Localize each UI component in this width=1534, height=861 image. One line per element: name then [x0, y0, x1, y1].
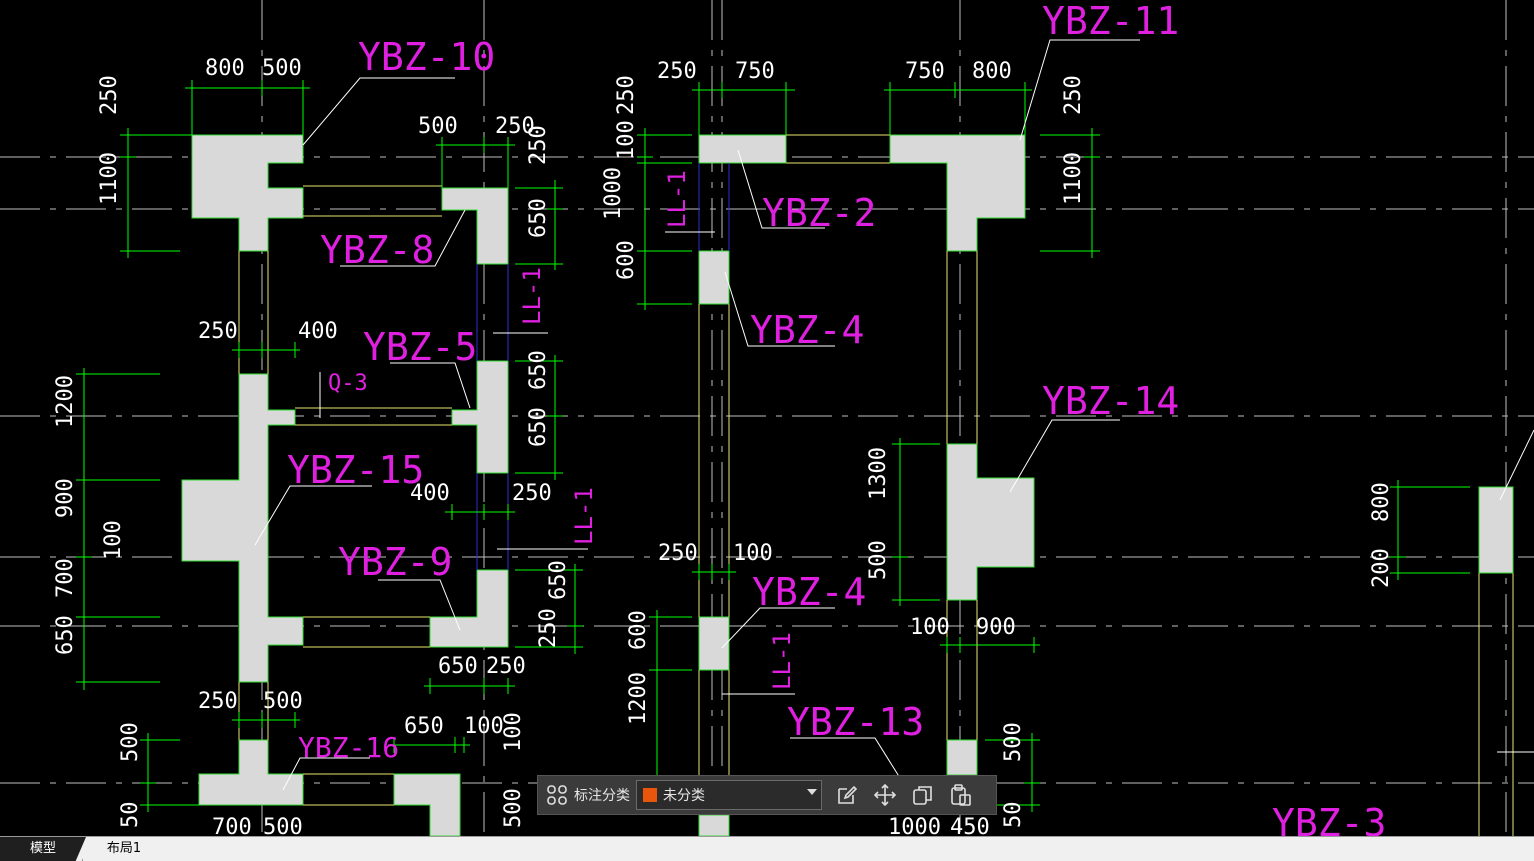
component-tag: LL-1 [570, 487, 598, 545]
component-tag: YBZ-8 [320, 228, 434, 272]
dimension-value: 1300 [866, 447, 891, 500]
dimension-value: 250 [198, 319, 238, 344]
dimension-value: 100 [733, 541, 773, 566]
dimension-lines [76, 80, 1470, 812]
grid-icon[interactable] [544, 782, 570, 808]
dimension-value: 500 [263, 689, 303, 714]
edit-icon[interactable] [834, 782, 860, 808]
chevron-down-icon [807, 789, 817, 795]
component-tag: YBZ-14 [1042, 379, 1179, 423]
dimension-value: 800 [972, 59, 1012, 84]
dimension-value: 650 [526, 350, 551, 390]
dimension-value: 1100 [1061, 152, 1086, 205]
wall-columns [181, 134, 1514, 836]
dimension-value: 50 [1001, 802, 1026, 829]
dimension-value: 500 [262, 56, 302, 81]
dimension-value: 100 [614, 120, 639, 160]
dimension-value: 250 [1061, 75, 1086, 115]
layout-tabbar: 模型 布局1 [0, 836, 1534, 861]
dimension-value: 650 [526, 198, 551, 238]
component-tag: YBZ-11 [1042, 0, 1179, 43]
component-tag: YBZ-2 [762, 191, 876, 235]
dimension-value: 250 [657, 59, 697, 84]
classification-label: 标注分类 [574, 788, 630, 804]
dimension-value: 650 [546, 560, 571, 600]
dimension-value: 400 [410, 481, 450, 506]
dimension-value: 1100 [97, 152, 122, 205]
component-tag: LL-1 [518, 267, 546, 325]
dimension-value: 750 [905, 59, 945, 84]
dimension-value: 250 [512, 481, 552, 506]
dimension-value: 400 [298, 319, 338, 344]
dimension-value: 900 [976, 615, 1016, 640]
dimension-value: 50 [118, 802, 143, 829]
dimension-value: 1000 [888, 815, 941, 836]
color-swatch [643, 788, 657, 802]
dimension-value: 900 [53, 478, 78, 518]
classification-value: 未分类 [663, 788, 705, 804]
component-tag: YBZ-15 [287, 448, 424, 492]
dimension-value: 100 [101, 520, 126, 560]
dimension-value: 250 [658, 541, 698, 566]
annotation-toolbar: 标注分类 未分类 [537, 775, 997, 815]
dimension-value: 250 [198, 689, 238, 714]
component-tag: YBZ-4 [750, 308, 864, 352]
dimension-value: 650 [526, 407, 551, 447]
dimension-value: 1000 [601, 167, 626, 220]
component-tag: YBZ-10 [358, 35, 495, 79]
classification-select[interactable]: 未分类 [636, 780, 822, 810]
dimension-value: 250 [495, 114, 535, 139]
component-tag: YBZ-13 [787, 700, 924, 744]
component-tag: LL-1 [768, 632, 796, 690]
dimension-value: 100 [464, 714, 504, 739]
dimension-value: 800 [205, 56, 245, 81]
coupling-beams [476, 163, 730, 570]
component-tag: LL-1 [663, 170, 691, 228]
dimension-value: 650 [53, 615, 78, 655]
paste-icon[interactable] [948, 782, 974, 808]
dimension-value: 650 [404, 714, 444, 739]
dimension-value: 500 [501, 788, 526, 828]
cad-drawing[interactable]: YBZ-10YBZ-11YBZ-8YBZ-2YBZ-5YBZ-4YBZ-14YB… [0, 0, 1534, 836]
dimension-value: 700 [212, 815, 252, 836]
component-tag: Q-3 [328, 371, 368, 396]
component-tag: YBZ-16 [298, 731, 399, 764]
dimension-value: 250 [526, 125, 551, 165]
component-tag: YBZ-3 [1272, 801, 1386, 836]
dimension-value: 100 [910, 615, 950, 640]
component-tag: YBZ-9 [338, 540, 452, 584]
dimension-value: 500 [418, 114, 458, 139]
dimension-value: 250 [486, 654, 526, 679]
dimension-value: 700 [53, 558, 78, 598]
dimension-value: 650 [438, 654, 478, 679]
dimension-value: 600 [614, 240, 639, 280]
dimension-value: 450 [950, 815, 990, 836]
dimension-value: 250 [97, 75, 122, 115]
dimension-value: 500 [866, 540, 891, 580]
dimension-value: 500 [118, 722, 143, 762]
dimension-value: 1200 [53, 375, 78, 428]
component-tag: YBZ-4 [752, 570, 866, 614]
copy-icon[interactable] [910, 782, 936, 808]
dimension-value: 500 [263, 815, 303, 836]
dimension-value: 250 [614, 75, 639, 115]
dimension-value: 750 [735, 59, 775, 84]
dimension-value: 1200 [626, 672, 651, 725]
dimension-value: 800 [1369, 482, 1394, 522]
dimension-value: 500 [1001, 722, 1026, 762]
leader-lines [254, 39, 1534, 791]
tab-layout1[interactable]: 布局1 [82, 837, 165, 861]
tab-model[interactable]: 模型 [0, 837, 86, 861]
dimension-value: 100 [501, 712, 526, 752]
dimension-value: 200 [1369, 548, 1394, 588]
dimension-value: 250 [536, 608, 561, 648]
dimension-value: 600 [626, 610, 651, 650]
component-tag: YBZ-5 [363, 325, 477, 369]
move-icon[interactable] [872, 782, 898, 808]
